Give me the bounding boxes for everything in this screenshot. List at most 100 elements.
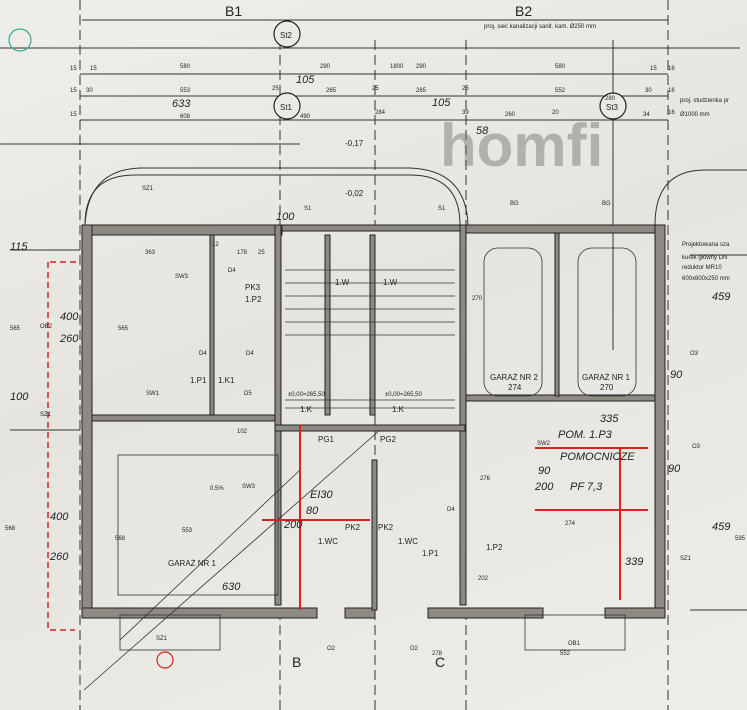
svg-text:16: 16	[668, 110, 675, 116]
svg-text:34: 34	[643, 112, 650, 118]
svg-text:30: 30	[645, 88, 652, 94]
svg-text:260: 260	[59, 333, 79, 345]
svg-text:SW3: SW3	[242, 484, 256, 490]
svg-text:1.K: 1.K	[392, 405, 405, 414]
svg-text:1.P1: 1.P1	[422, 549, 439, 558]
svg-text:25: 25	[462, 86, 469, 92]
svg-text:568: 568	[5, 526, 16, 532]
car-icon	[577, 247, 637, 397]
svg-text:OB2: OB2	[40, 324, 53, 330]
axis-b1: B1	[225, 3, 242, 19]
svg-text:290: 290	[320, 64, 331, 70]
shaft-note: 600x600x250 mm	[682, 276, 730, 282]
svg-text:16: 16	[668, 88, 675, 94]
svg-text:SZ1: SZ1	[142, 186, 154, 192]
svg-text:15: 15	[70, 88, 77, 94]
svg-text:GARAŻ NR 1: GARAŻ NR 1	[168, 559, 217, 568]
svg-text:459: 459	[712, 521, 730, 533]
svg-text:580: 580	[180, 64, 191, 70]
shaft-note: reduktor MR10	[682, 265, 722, 271]
svg-text:15: 15	[650, 66, 657, 72]
svg-text:SZ1: SZ1	[156, 636, 168, 642]
well-st2: St2	[280, 31, 293, 40]
level-mark: -0,02	[345, 189, 364, 198]
svg-text:GARAŻ NR 2: GARAŻ NR 2	[490, 373, 539, 382]
svg-text:1.WC: 1.WC	[398, 537, 418, 546]
svg-text:200: 200	[534, 481, 554, 493]
svg-text:400: 400	[60, 311, 79, 323]
svg-text:1.P2: 1.P2	[245, 295, 262, 304]
svg-text:280: 280	[605, 96, 616, 102]
shaft-note: Projektowana sza	[682, 242, 730, 248]
svg-text:115: 115	[10, 241, 28, 253]
handwritten-notes: 633 105 105 58 400 260 400 260 POM. 1.P3…	[10, 74, 730, 593]
svg-text:278: 278	[432, 651, 443, 657]
svg-text:274: 274	[565, 521, 576, 527]
svg-text:1.W: 1.W	[383, 278, 398, 287]
svg-text:270: 270	[600, 383, 614, 392]
svg-text:595: 595	[735, 536, 746, 542]
svg-text:15: 15	[90, 66, 97, 72]
svg-text:25: 25	[372, 86, 379, 92]
redline-markup	[47, 261, 648, 669]
svg-text:265: 265	[416, 88, 427, 94]
svg-text:265: 265	[326, 88, 337, 94]
svg-text:284: 284	[375, 110, 386, 116]
svg-text:552: 552	[560, 651, 571, 657]
car-icon	[483, 247, 543, 397]
svg-text:260: 260	[49, 551, 69, 563]
svg-text:90: 90	[668, 463, 681, 475]
svg-text:EI30: EI30	[310, 489, 334, 501]
svg-text:BG: BG	[602, 201, 611, 207]
svg-text:102: 102	[237, 429, 248, 435]
well-note: proj. studzienka pr	[680, 98, 729, 104]
svg-text:105: 105	[296, 74, 315, 86]
axis-b2: B2	[515, 3, 532, 19]
svg-text:±0,00=265,50: ±0,00=265,50	[288, 392, 325, 398]
svg-text:1.K1: 1.K1	[218, 376, 235, 385]
svg-text:58: 58	[476, 125, 489, 137]
svg-text:200: 200	[283, 519, 303, 531]
svg-text:PG1: PG1	[318, 435, 335, 444]
svg-text:PF 7,3: PF 7,3	[570, 481, 603, 493]
shaft-note: kurek główny DN	[682, 255, 727, 261]
svg-text:580: 580	[555, 64, 566, 70]
svg-text:400: 400	[50, 511, 69, 523]
svg-text:459: 459	[712, 291, 730, 303]
svg-text:30: 30	[86, 88, 93, 94]
well-diameter: Ø1000 mm	[680, 112, 710, 118]
svg-text:553: 553	[180, 88, 191, 94]
svg-text:D4: D4	[447, 507, 455, 513]
svg-text:490: 490	[300, 114, 311, 120]
svg-text:15: 15	[70, 112, 77, 118]
svg-text:±0,00=265,50: ±0,00=265,50	[385, 392, 422, 398]
svg-text:POMOCNICZE: POMOCNICZE	[560, 451, 635, 463]
svg-text:D4: D4	[228, 268, 236, 274]
svg-text:565: 565	[10, 326, 21, 332]
svg-text:GARAŻ NR 1: GARAŻ NR 1	[582, 373, 631, 382]
walls	[81, 224, 666, 619]
svg-text:O3: O3	[690, 351, 699, 357]
svg-text:105: 105	[432, 97, 451, 109]
svg-text:S1: S1	[304, 206, 312, 212]
svg-text:274: 274	[508, 383, 522, 392]
svg-text:260: 260	[505, 112, 516, 118]
svg-text:290: 290	[416, 64, 427, 70]
svg-text:1.K: 1.K	[300, 405, 313, 414]
svg-text:568: 568	[115, 536, 126, 542]
svg-text:PK3: PK3	[245, 283, 261, 292]
stairs	[83, 247, 637, 691]
svg-text:SW3: SW3	[175, 274, 189, 280]
svg-text:O2: O2	[327, 646, 336, 652]
svg-text:178: 178	[237, 250, 248, 256]
section-b: B	[292, 654, 301, 670]
svg-text:608: 608	[180, 114, 191, 120]
svg-text:633: 633	[172, 98, 191, 110]
svg-text:20: 20	[552, 110, 559, 116]
svg-text:0.5%: 0.5%	[210, 486, 224, 492]
